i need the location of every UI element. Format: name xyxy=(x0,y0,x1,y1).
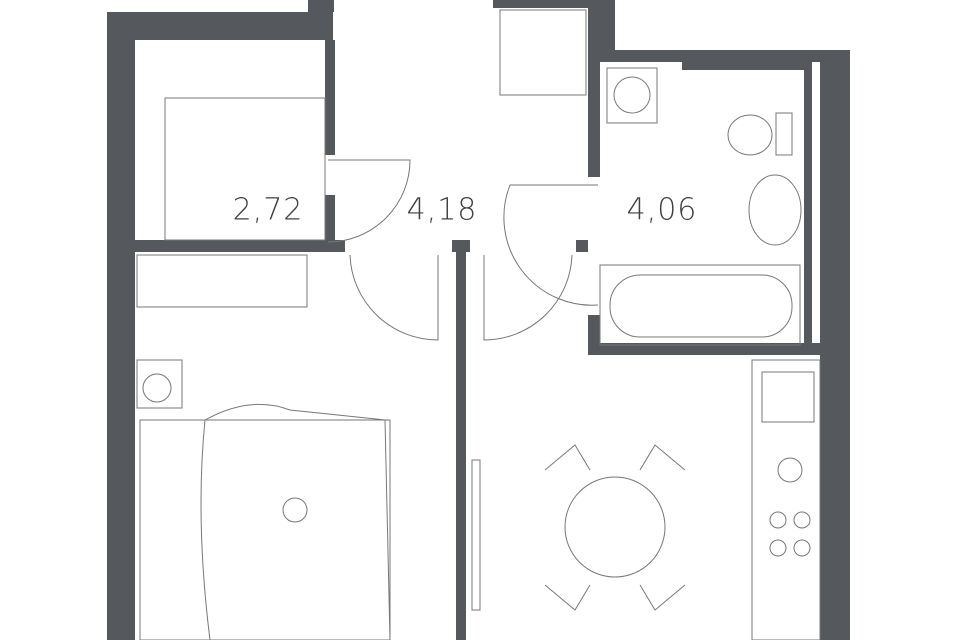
room-area-bathroom: 4,06 xyxy=(626,192,698,228)
wardrobes xyxy=(136,9,587,308)
bathroom-fixtures xyxy=(599,67,802,346)
kitchen-furniture xyxy=(471,359,821,640)
room-area-hallway: 4,18 xyxy=(406,192,478,228)
bedroom-furniture xyxy=(136,359,391,640)
walls xyxy=(107,0,850,640)
doors xyxy=(327,159,599,341)
room-area-closet: 2,72 xyxy=(232,192,304,228)
